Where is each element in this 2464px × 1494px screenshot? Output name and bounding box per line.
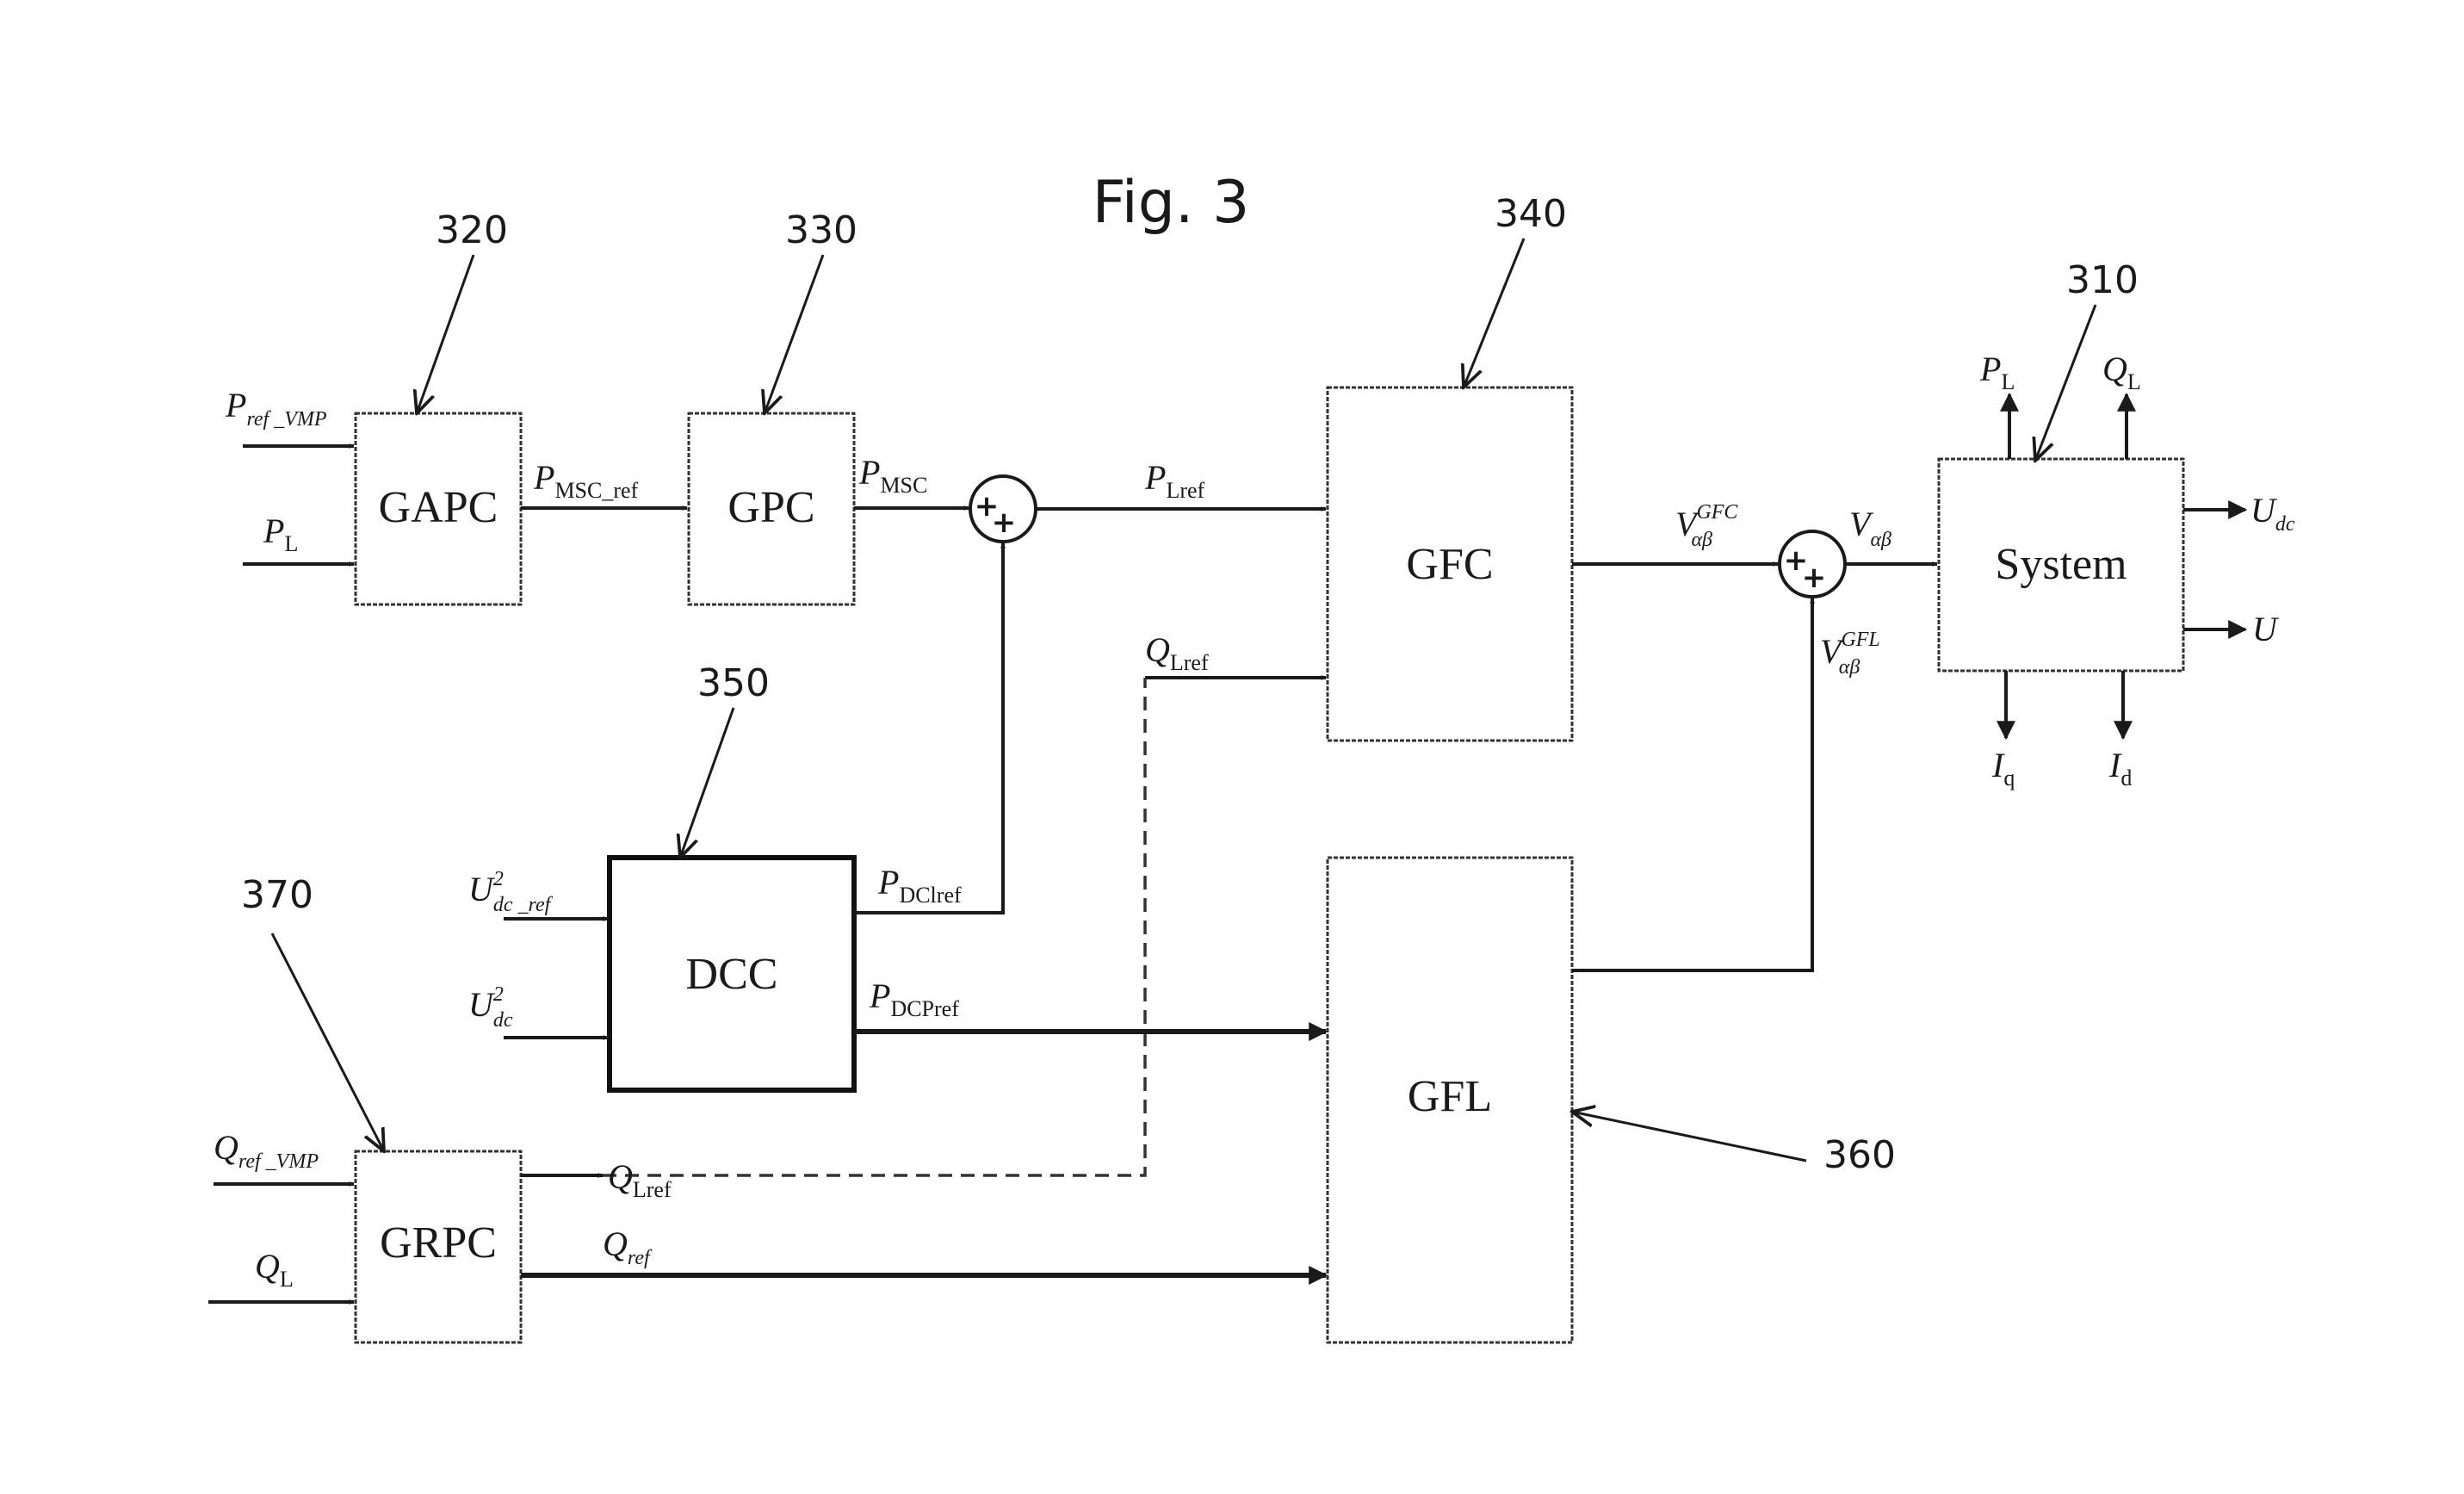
label-qref-vmp: Qref _VMP (214, 1128, 319, 1173)
ref-310: 310 (2066, 258, 2139, 302)
ref-350: 350 (697, 661, 770, 705)
label-pmsc: PMSC (858, 453, 927, 498)
wire-v-gfl (1572, 598, 1815, 972)
label-iq-out: Iq (1991, 746, 2015, 790)
gapc-block: GAPC (354, 412, 523, 606)
leader-330 (765, 254, 825, 413)
gfc-block: GFC (1326, 386, 1574, 742)
gfc-label: GFC (1406, 540, 1493, 589)
label-plref: PLref (1144, 458, 1205, 503)
wire-pdclref (854, 542, 1006, 914)
gfl-label: GFL (1408, 1072, 1492, 1121)
label-pl-in: PL (263, 511, 298, 556)
sum2-sign-b: + (1802, 561, 1827, 595)
leader-370 (270, 933, 384, 1151)
sum2-sign-a: + (1784, 543, 1809, 578)
grpc-label: GRPC (380, 1218, 497, 1268)
leader-340 (1464, 238, 1526, 387)
figure-title: Fig. 3 (1093, 169, 1250, 237)
label-ql-out: QL (2102, 350, 2141, 394)
grpc-block: GRPC (354, 1150, 523, 1344)
ref-370: 370 (241, 873, 313, 917)
ref-360: 360 (1823, 1133, 1896, 1177)
dcc-label: DCC (686, 950, 778, 999)
label-qlref-grpc: QLref (608, 1157, 672, 1202)
system-block: System (1937, 457, 2185, 673)
leader-320 (417, 254, 475, 413)
leader-360 (1572, 1112, 1807, 1162)
label-qlref-gfc: QLref (1145, 630, 1209, 675)
gpc-label: GPC (727, 483, 814, 532)
label-u-out: U (2252, 610, 2280, 648)
leader-310 (2035, 304, 2097, 461)
label-pmsc-ref: PMSC_ref (533, 458, 639, 503)
label-pl-out: PL (1979, 350, 2015, 394)
label-udc-out: Udc (2250, 491, 2295, 536)
gpc-block: GPC (687, 412, 856, 606)
ref-330: 330 (785, 208, 857, 252)
label-ql-in: QL (255, 1247, 294, 1292)
label-pdcpref: PDCPref (869, 976, 959, 1021)
wire-qlref-dashed-link (603, 678, 1147, 1177)
label-v-ab: Vαβ (1849, 505, 1891, 551)
label-id-out: Id (2108, 746, 2132, 790)
label-pdclref: PDClref (877, 863, 962, 908)
ref-320: 320 (436, 208, 508, 252)
gfl-block: GFL (1326, 856, 1574, 1344)
summing-junction-power: + + (969, 474, 1037, 543)
label-qref: Qref (603, 1224, 653, 1269)
summing-junction-voltage: + + (1778, 530, 1847, 598)
sum1-sign-b: + (992, 505, 1017, 540)
system-label: System (1995, 540, 2127, 589)
gapc-label: GAPC (379, 483, 498, 532)
sum1-sign-a: + (975, 489, 1000, 524)
dcc-block: DCC (607, 855, 857, 1093)
label-pref-vmp: Pref _VMP (225, 386, 327, 431)
ref-340: 340 (1495, 192, 1567, 236)
leader-350 (680, 707, 735, 858)
